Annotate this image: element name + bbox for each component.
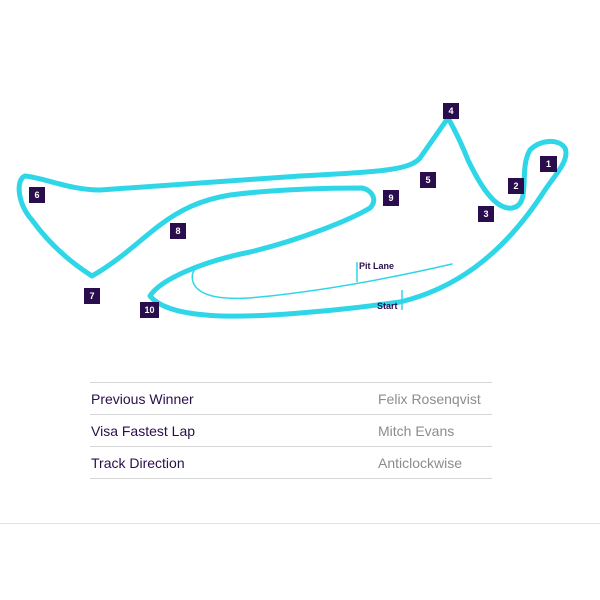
info-value: Mitch Evans: [378, 422, 455, 439]
corner-marker-9: 9: [383, 190, 399, 206]
info-label: Track Direction: [91, 454, 185, 471]
info-value: Felix Rosenqvist: [378, 390, 481, 407]
corner-number: 8: [175, 226, 180, 236]
corner-marker-10: 10: [140, 302, 159, 318]
corner-number: 9: [388, 193, 393, 203]
info-value: Anticlockwise: [378, 454, 463, 471]
corner-number: 4: [448, 106, 453, 116]
info-row-fastest-lap: Visa Fastest Lap Mitch Evans: [90, 415, 492, 447]
corner-marker-3: 3: [478, 206, 494, 222]
track-outline: [16, 115, 569, 319]
corner-marker-6: 6: [29, 187, 45, 203]
info-label: Previous Winner: [91, 390, 194, 407]
corner-marker-5: 5: [420, 172, 436, 188]
corner-number: 5: [425, 175, 430, 185]
corner-number: 1: [546, 159, 551, 169]
info-label: Visa Fastest Lap: [91, 422, 196, 439]
corner-marker-4: 4: [443, 103, 459, 119]
corner-number: 6: [34, 190, 39, 200]
corner-number: 10: [144, 305, 154, 315]
start-label: Start: [377, 301, 398, 311]
corner-number: 2: [513, 181, 518, 191]
info-row-track-direction: Track Direction Anticlockwise: [90, 447, 492, 479]
corner-marker-7: 7: [84, 288, 100, 304]
track-map: Pit Lane Start 1 2 3 4 5 6 7: [16, 103, 569, 319]
circuit-info-table: Previous Winner Felix Rosenqvist Visa Fa…: [90, 382, 492, 479]
corner-marker-2: 2: [508, 178, 524, 194]
footer-divider: [0, 523, 600, 524]
pit-lane-line: [191, 261, 453, 300]
pit-lane-label: Pit Lane: [359, 261, 394, 271]
corner-marker-8: 8: [170, 223, 186, 239]
info-row-previous-winner: Previous Winner Felix Rosenqvist: [90, 383, 492, 415]
corner-number: 3: [483, 209, 488, 219]
corner-number: 7: [89, 291, 94, 301]
corner-marker-1: 1: [540, 156, 557, 172]
